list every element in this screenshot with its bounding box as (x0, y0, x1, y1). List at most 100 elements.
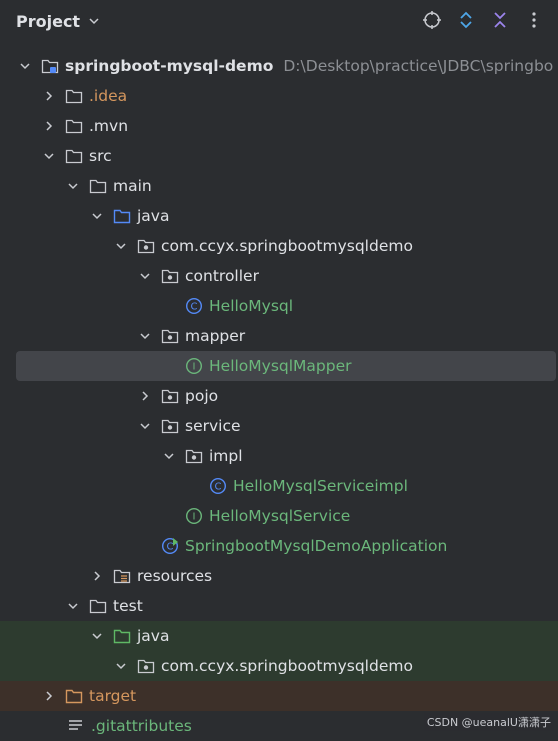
file-label: SpringbootMysqlDemoApplication (185, 537, 448, 555)
chevron-right-icon[interactable] (43, 90, 55, 102)
package-icon (161, 269, 179, 284)
folder-icon (89, 599, 107, 614)
tree-row-mvn[interactable]: .mvn (0, 111, 558, 141)
package-label: pojo (185, 387, 219, 405)
chevron-down-icon[interactable] (91, 630, 103, 642)
file-label: HelloMysql (209, 297, 294, 315)
chevron-right-icon[interactable] (139, 390, 151, 402)
expand-all-icon[interactable] (456, 10, 476, 30)
spring-application-class-icon: C (161, 537, 179, 555)
tree-row-target[interactable]: target (0, 681, 558, 711)
svg-text:C: C (215, 482, 222, 493)
interface-icon: I (185, 357, 203, 375)
tree-row-resources[interactable]: resources (0, 561, 558, 591)
excluded-folder-icon (65, 689, 83, 704)
test-folder-icon (113, 629, 131, 644)
watermark: CSDN @ueanalU潇潇子 (423, 713, 554, 731)
package-label: mapper (185, 327, 246, 345)
package-icon (137, 239, 155, 254)
chevron-down-icon[interactable] (91, 210, 103, 222)
folder-label: src (89, 147, 112, 165)
folder-label: .idea (89, 87, 128, 105)
module-folder-icon (41, 59, 59, 74)
chevron-down-icon[interactable] (115, 240, 127, 252)
folder-label: resources (137, 567, 213, 585)
tree-row-root[interactable]: springboot-mysql-demo D:\Desktop\practic… (0, 51, 558, 81)
tree-row-java-test[interactable]: java (0, 621, 558, 651)
tree-row-src[interactable]: src (0, 141, 558, 171)
package-icon (137, 659, 155, 674)
tree-row-package-main[interactable]: com.ccyx.springbootmysqldemo (0, 231, 558, 261)
tree-row-hello-mysql-service[interactable]: I HelloMysqlService (0, 501, 558, 531)
package-icon (185, 449, 203, 464)
class-icon: C (185, 297, 203, 315)
tree-row-application[interactable]: C SpringbootMysqlDemoApplication (0, 531, 558, 561)
folder-icon (65, 149, 83, 164)
tree-row-package-test[interactable]: com.ccyx.springbootmysqldemo (0, 651, 558, 681)
locate-icon[interactable] (422, 10, 442, 30)
chevron-right-icon[interactable] (91, 570, 103, 582)
chevron-down-icon[interactable] (43, 150, 55, 162)
package-label: impl (209, 447, 243, 465)
tree-row-gitattributes[interactable]: .gitattributes (0, 711, 558, 741)
svg-text:C: C (191, 302, 198, 313)
tree-row-test[interactable]: test (0, 591, 558, 621)
chevron-down-icon[interactable] (163, 450, 175, 462)
chevron-right-icon[interactable] (43, 120, 55, 132)
source-folder-icon (113, 209, 131, 224)
svg-text:I: I (193, 362, 196, 373)
more-icon[interactable] (524, 10, 544, 30)
folder-label: target (89, 687, 137, 705)
chevron-right-icon[interactable] (43, 690, 55, 702)
tool-window-header: Project (0, 0, 558, 42)
root-project-label: springboot-mysql-demo (65, 57, 274, 75)
tree-row-mapper[interactable]: mapper (0, 321, 558, 351)
chevron-down-icon[interactable] (19, 60, 31, 72)
chevron-down-icon[interactable] (139, 330, 151, 342)
root-project-path: D:\Desktop\practice\JDBC\springbo (283, 57, 554, 75)
folder-label: test (113, 597, 143, 615)
folder-label: main (113, 177, 152, 195)
chevron-down-icon[interactable] (67, 600, 79, 612)
folder-label: java (137, 207, 170, 225)
package-label: controller (185, 267, 259, 285)
collapse-all-icon[interactable] (490, 10, 510, 30)
tree-row-main[interactable]: main (0, 171, 558, 201)
resources-folder-icon (113, 569, 131, 584)
svg-text:C: C (167, 542, 174, 553)
package-icon (161, 419, 179, 434)
tree-row-idea[interactable]: .idea (0, 81, 558, 111)
tree-row-pojo[interactable]: pojo (0, 381, 558, 411)
tree-row-hello-mysql-mapper[interactable]: I HelloMysqlMapper (0, 351, 558, 381)
tree-row-java-main[interactable]: java (0, 201, 558, 231)
chevron-down-icon[interactable] (67, 180, 79, 192)
svg-text:I: I (193, 512, 196, 523)
chevron-down-icon[interactable] (88, 15, 100, 27)
tree-row-controller[interactable]: controller (0, 261, 558, 291)
tree-row-service-impl[interactable]: C HelloMysqlServiceimpl (0, 471, 558, 501)
package-icon (161, 329, 179, 344)
folder-label: java (137, 627, 170, 645)
folder-icon (65, 119, 83, 134)
folder-icon (89, 179, 107, 194)
folder-icon (65, 89, 83, 104)
package-icon (161, 389, 179, 404)
tree-row-impl[interactable]: impl (0, 441, 558, 471)
chevron-down-icon[interactable] (139, 420, 151, 432)
file-label: HelloMysqlServiceimpl (233, 477, 408, 495)
chevron-down-icon[interactable] (115, 660, 127, 672)
file-label: HelloMysqlMapper (209, 357, 352, 375)
text-file-icon (69, 720, 82, 730)
tree-row-service[interactable]: service (0, 411, 558, 441)
file-label: HelloMysqlService (209, 507, 351, 525)
package-label: com.ccyx.springbootmysqldemo (161, 657, 413, 675)
file-label: .gitattributes (91, 717, 192, 735)
class-icon: C (209, 477, 227, 495)
package-label: service (185, 417, 241, 435)
header-toolbar (422, 10, 544, 30)
chevron-down-icon[interactable] (139, 270, 151, 282)
folder-label: .mvn (89, 117, 129, 135)
tree-row-hello-mysql[interactable]: C HelloMysql (0, 291, 558, 321)
tool-window-title[interactable]: Project (16, 11, 81, 31)
interface-icon: I (185, 507, 203, 525)
